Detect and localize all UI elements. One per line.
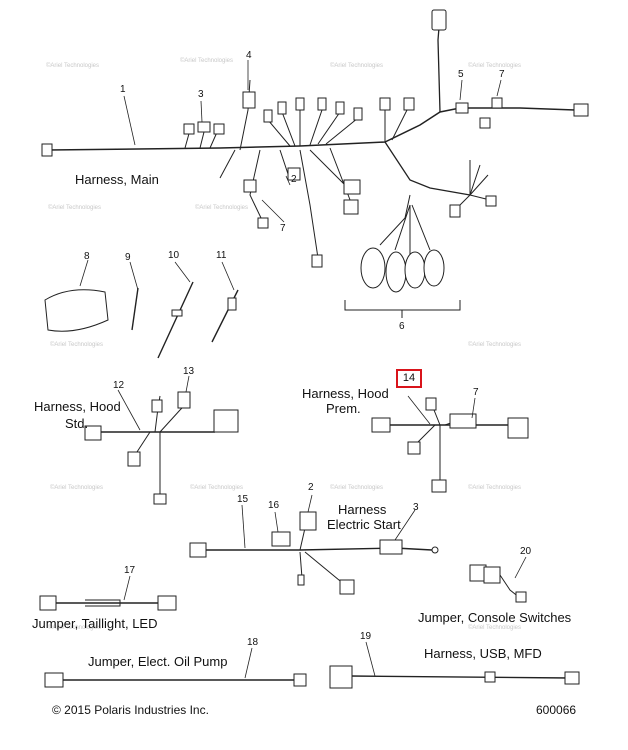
watermark: ©Ariel Technologies — [50, 485, 104, 491]
jumper-oil-pump — [44, 647, 307, 688]
label-harness-hood-prem: Harness, Hood — [302, 386, 389, 401]
watermark: ©Ariel Technologies — [48, 205, 102, 211]
callout-7: 7 — [473, 387, 479, 398]
callout-2: 2 — [291, 174, 297, 185]
callout-12: 12 — [113, 380, 125, 391]
callout-5: 5 — [458, 69, 464, 80]
watermark: ©Ariel Technologies — [46, 63, 100, 69]
harness-hood-std — [84, 375, 239, 505]
callout-11: 11 — [216, 250, 227, 261]
callout-8: 8 — [84, 251, 90, 262]
watermark: ©Ariel Technologies — [190, 485, 244, 491]
harness-usb — [329, 641, 580, 689]
callout-19: 19 — [360, 631, 372, 642]
watermark: ©Ariel Technologies — [330, 63, 384, 69]
label-harness-hood-std-suffix: Std. — [65, 416, 89, 431]
diagram-number: 600066 — [536, 703, 577, 717]
callout-3: 3 — [413, 502, 419, 513]
callout-6: 6 — [399, 321, 405, 332]
watermark: ©Ariel Technologies — [48, 625, 102, 631]
callout-17: 17 — [124, 565, 136, 576]
callout-16: 16 — [268, 500, 280, 511]
label-harness-hood-std: Harness, Hood — [34, 399, 121, 414]
callout-14-highlighted[interactable]: 14 — [396, 369, 422, 388]
callout-10: 10 — [168, 250, 180, 261]
callout-20: 20 — [520, 546, 532, 557]
callout-1: 1 — [120, 84, 126, 95]
watermark: ©Ariel Technologies — [195, 205, 249, 211]
callout-3: 3 — [198, 89, 204, 100]
label-harness-electric-start-suffix: Electric Start — [327, 517, 401, 532]
watermark: ©Ariel Technologies — [50, 342, 104, 348]
label-harness-hood-prem-suffix: Prem. — [326, 401, 361, 416]
callout-18: 18 — [247, 637, 259, 648]
leader-lines-top — [123, 60, 502, 223]
callout-2: 2 — [308, 482, 314, 493]
jumper-console — [469, 556, 527, 603]
parts-8-11 — [44, 259, 239, 359]
watermark: ©Ariel Technologies — [180, 58, 234, 64]
watermark: ©Ariel Technologies — [468, 485, 522, 491]
watermark: ©Ariel Technologies — [330, 485, 384, 491]
harness-main — [41, 9, 589, 318]
watermark: ©Ariel Technologies — [468, 625, 522, 631]
callout-9: 9 — [125, 252, 131, 263]
label-jumper-console: Jumper, Console Switches — [418, 610, 572, 625]
harness-hood-prem — [371, 395, 529, 493]
callout-7: 7 — [499, 69, 505, 80]
watermark: ©Ariel Technologies — [468, 342, 522, 348]
label-jumper-oil-pump: Jumper, Elect. Oil Pump — [88, 654, 228, 669]
callout-7: 7 — [280, 223, 286, 234]
label-harness-main: Harness, Main — [75, 172, 159, 187]
callout-4: 4 — [246, 50, 252, 61]
label-jumper-taillight: Jumper, Taillight, LED — [32, 616, 158, 631]
copyright-notice: © 2015 Polaris Industries Inc. — [52, 703, 209, 717]
jumper-taillight — [39, 575, 177, 611]
callout-13: 13 — [183, 366, 195, 377]
harness-electric-start — [189, 494, 439, 595]
label-harness-usb: Harness, USB, MFD — [424, 646, 542, 661]
callout-15: 15 — [237, 494, 249, 505]
watermark: ©Ariel Technologies — [468, 63, 522, 69]
label-harness-electric-start: Harness — [338, 502, 387, 517]
